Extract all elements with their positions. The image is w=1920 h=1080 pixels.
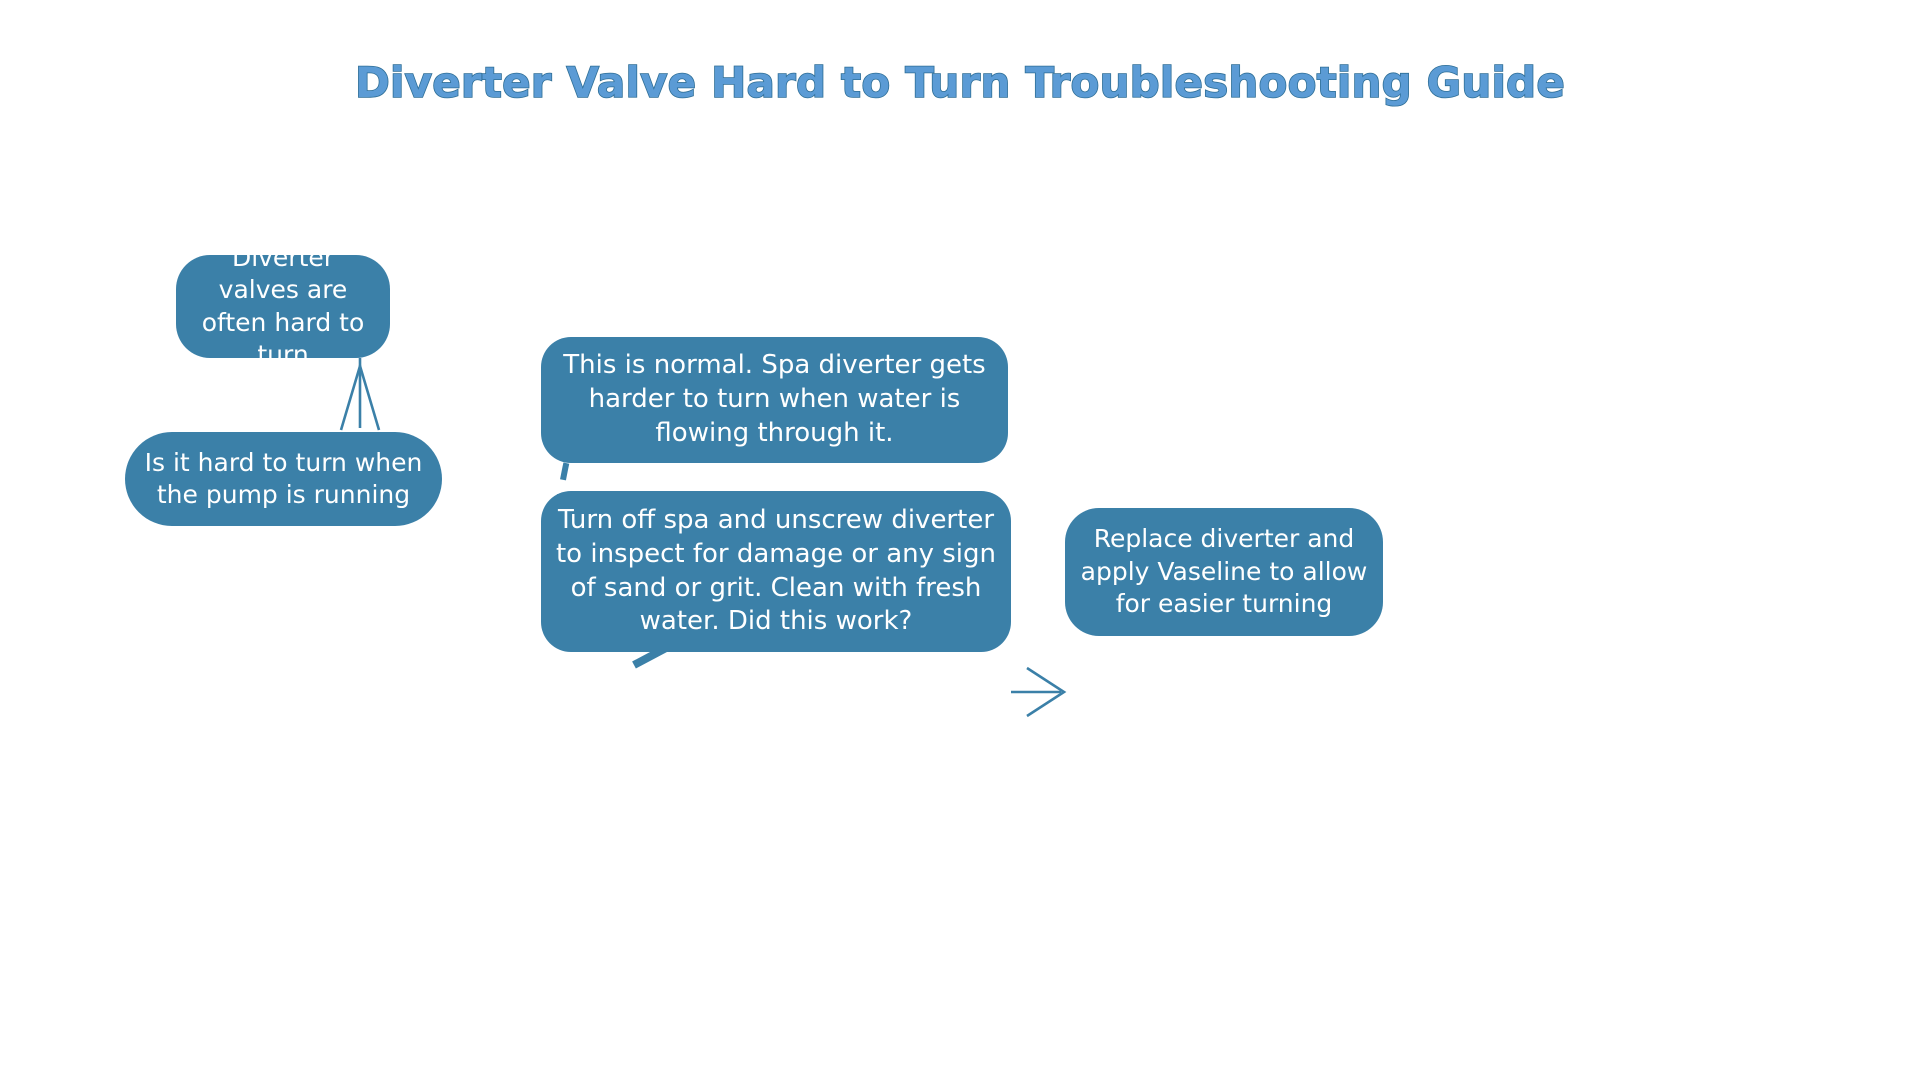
node-start[interactable]: Diverter valves are often hard to turn: [176, 255, 390, 358]
node-replace-outcome[interactable]: Replace diverter and apply Vaseline to a…: [1065, 508, 1383, 636]
node-inspect-action-label: Turn off spa and unscrew diverter to ins…: [555, 504, 997, 637]
node-start-label: Diverter valves are often hard to turn: [201, 255, 365, 358]
node-replace-outcome-label: Replace diverter and apply Vaseline to a…: [1080, 524, 1368, 619]
node-question-label: Is it hard to turn when the pump is runn…: [144, 447, 423, 510]
node-normal-outcome-label: This is normal. Spa diverter gets harder…: [563, 350, 986, 448]
node-normal-outcome[interactable]: This is normal. Spa diverter gets harder…: [541, 337, 1008, 463]
page-title: Diverter Valve Hard to Turn Troubleshoot…: [354, 57, 1566, 108]
node-inspect-action[interactable]: Turn off spa and unscrew diverter to ins…: [541, 491, 1011, 652]
node-question[interactable]: Is it hard to turn when the pump is runn…: [125, 432, 442, 526]
edge-inspect-to-replace: [1011, 666, 1067, 718]
edge-start-to-question: [339, 358, 381, 431]
